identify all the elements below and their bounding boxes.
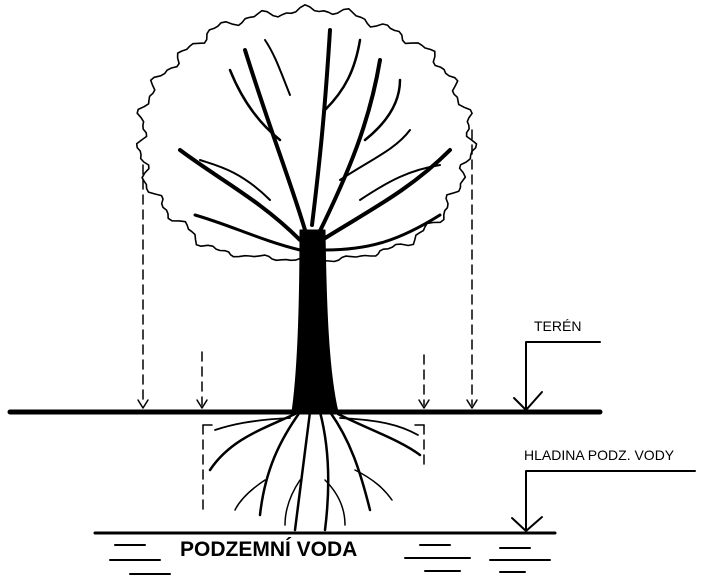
terrain-label: TERÉN: [534, 318, 582, 334]
tree-branches: [178, 28, 452, 252]
tree-roots: [208, 410, 422, 532]
tree-trunk: [291, 229, 339, 413]
arrow-heads: [137, 399, 478, 409]
drip-lines: [142, 129, 473, 511]
groundwater-label: PODZEMNÍ VODA: [180, 538, 358, 561]
water-level-label: HLADINA PODZ. VODY: [524, 447, 675, 463]
terrain-marker: [513, 341, 601, 411]
water-hatching: [109, 544, 551, 575]
tree-crown-outline: [135, 4, 478, 263]
water-level-marker: [511, 470, 696, 532]
